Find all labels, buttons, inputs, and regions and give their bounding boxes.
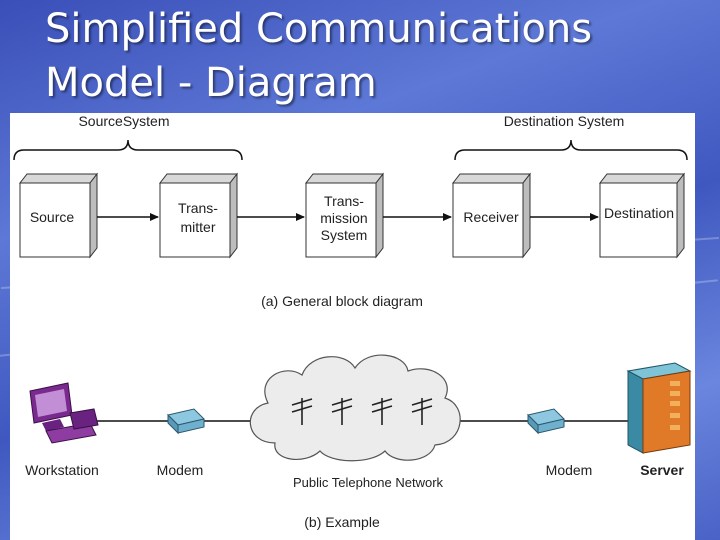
slide-title: Simplified Communications Model - Diagra…	[45, 2, 592, 110]
network-cloud-icon	[249, 354, 461, 462]
receiver-label: Receiver	[463, 209, 519, 225]
server-icon	[626, 362, 692, 454]
modem-left-label: Modem	[157, 462, 204, 478]
title-line-1: Simplified Communications	[45, 6, 593, 52]
source-system-brace	[13, 139, 243, 161]
modem-left-icon	[167, 408, 205, 435]
transmission-system-block: Trans- mission System	[304, 172, 385, 259]
network-label: Public Telephone Network	[293, 475, 444, 490]
workstation-icon	[29, 382, 99, 444]
destination-block: Destination	[598, 172, 686, 259]
title-line-2: Model - Diagram	[45, 60, 377, 106]
receiver-block: Receiver	[451, 172, 532, 259]
transmission-label-line-1: Trans-	[324, 193, 364, 209]
workstation-label: Workstation	[25, 462, 99, 478]
transmitter-label-line-2: mitter	[181, 219, 216, 235]
source-block: Source	[18, 172, 99, 259]
destination-system-brace	[454, 139, 688, 161]
source-label: Source	[30, 209, 75, 225]
transmission-label-line-3: System	[321, 227, 368, 243]
destination-system-label: Destination System	[504, 113, 625, 129]
communications-diagram: SourceSystem Destination System Source T…	[13, 113, 692, 530]
transmission-label-line-2: mission	[320, 210, 367, 226]
transmitter-block: Trans- mitter	[158, 172, 239, 259]
example-caption: (b) Example	[304, 514, 380, 530]
source-system-label: SourceSystem	[78, 113, 169, 129]
block-diagram-caption: (a) General block diagram	[261, 293, 423, 309]
diagram-panel: SourceSystem Destination System Source T…	[10, 113, 695, 540]
transmitter-label-line-1: Trans-	[178, 200, 218, 216]
server-label: Server	[640, 462, 684, 478]
modem-right-icon	[527, 408, 565, 435]
destination-label: Destination	[604, 205, 674, 221]
modem-right-label: Modem	[546, 462, 593, 478]
